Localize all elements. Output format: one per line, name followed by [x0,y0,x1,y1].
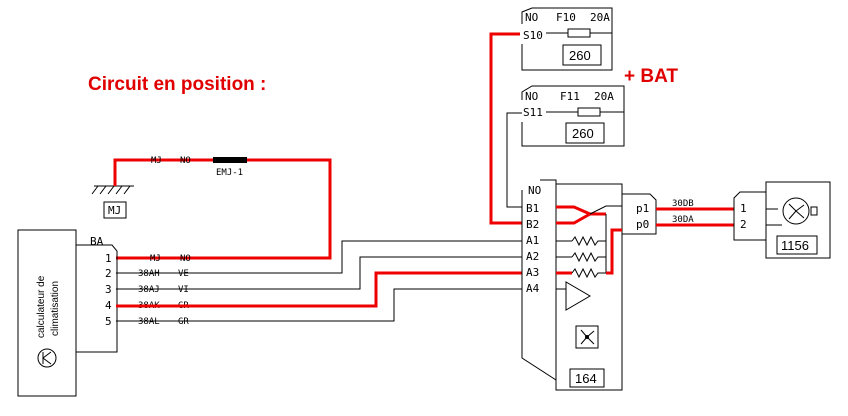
fuse-block-f11: NO S11 F11 20A 260 [521,85,625,147]
f10-ref: 260 [569,48,591,63]
ecu-wire-5: 38AL [138,317,160,327]
wire-pin5-a4 [116,288,522,322]
ecu-label-line2: climatisation [50,281,61,336]
diagram-title: Circuit en position : [88,74,266,95]
ecu-pin-5: 5 [105,315,112,328]
module-pin-a3: A3 [526,266,539,279]
f11-pin: S11 [523,106,543,119]
f11-rating: 20A [594,90,614,103]
harness-color: NO [180,156,191,166]
ecu-pin-2: 2 [105,267,112,280]
module-ref: 164 [575,371,597,386]
wire-f10-to-b1 [489,32,522,225]
ecu-symbol-icon [37,348,57,368]
ecu-pin-1: 1 [105,252,112,265]
module-pin-a2: A2 [526,250,539,263]
fuse-f10-symbol [567,28,591,38]
module-connector: NO [528,184,541,197]
ecu-wire-3: 38AJ [138,285,160,295]
module-164: NO B1 B2 A1 A2 A3 A4 164 [521,179,623,391]
motor-1156: 1 2 1156 [733,181,831,259]
ecu-label-line1: calculateur de [36,275,47,338]
ecu-color-5: GR [178,317,189,327]
wire-pin4-a3 [116,271,522,308]
f11-connector: NO [525,90,538,103]
module-pin-a1: A1 [526,234,539,247]
wire-pin2-a1 [116,240,522,274]
ecu-color-1: NO [180,254,191,264]
ecu-pin-4: 4 [105,299,112,312]
motor-wire-2: 30DA [672,215,694,225]
ground-point: MJ [91,185,134,219]
module-pin-p0: p0 [636,218,649,231]
module-pin-b2: B2 [526,218,539,231]
ecu-pin-3: 3 [105,283,112,296]
wire-pin3-a2 [116,256,522,290]
wire-module-red-ret [606,228,622,275]
ground-icon [103,201,127,219]
harness-wire: MJ [151,156,162,166]
f11-fuse-name: F11 [560,90,580,103]
bat-label: + BAT [624,66,678,87]
wire-ground-harness [113,158,332,260]
fan-motor-icon [782,197,810,225]
fan-icon [575,325,599,349]
wire-f11-to-b2 [506,112,522,208]
module-output-connector: p1 p0 [622,193,657,235]
ecu-color-2: VE [178,269,189,279]
f11-ref: 260 [572,126,594,141]
f10-rating: 20A [590,11,610,24]
ecu-climatisation: calculateur de climatisation BA 1 2 3 4 … [17,229,118,397]
ecu-color-3: VI [178,285,189,295]
motor-ref: 1156 [781,238,809,253]
interconnect-emj1 [213,157,247,163]
ecu-wire-2: 38AH [138,269,160,279]
motor-wire-1: 30DB [672,199,694,209]
motor-pin-2: 2 [740,218,747,231]
module-pin-p1: p1 [636,202,649,215]
fuse-f11-symbol [577,107,601,117]
f10-connector: NO [525,11,538,24]
ground-label: MJ [108,204,121,217]
interconnect-label: EMJ-1 [216,168,243,178]
ecu-wire-1: MJ [150,254,161,264]
motor-pin-1: 1 [740,202,747,215]
fuse-block-f10: NO S10 F10 20A 260 [521,7,613,71]
module-pin-a4: A4 [526,282,540,295]
ecu-connector: BA [90,235,104,248]
f10-pin: S10 [523,29,543,42]
module-pin-b1: B1 [526,202,539,215]
f10-fuse-name: F10 [556,11,576,24]
